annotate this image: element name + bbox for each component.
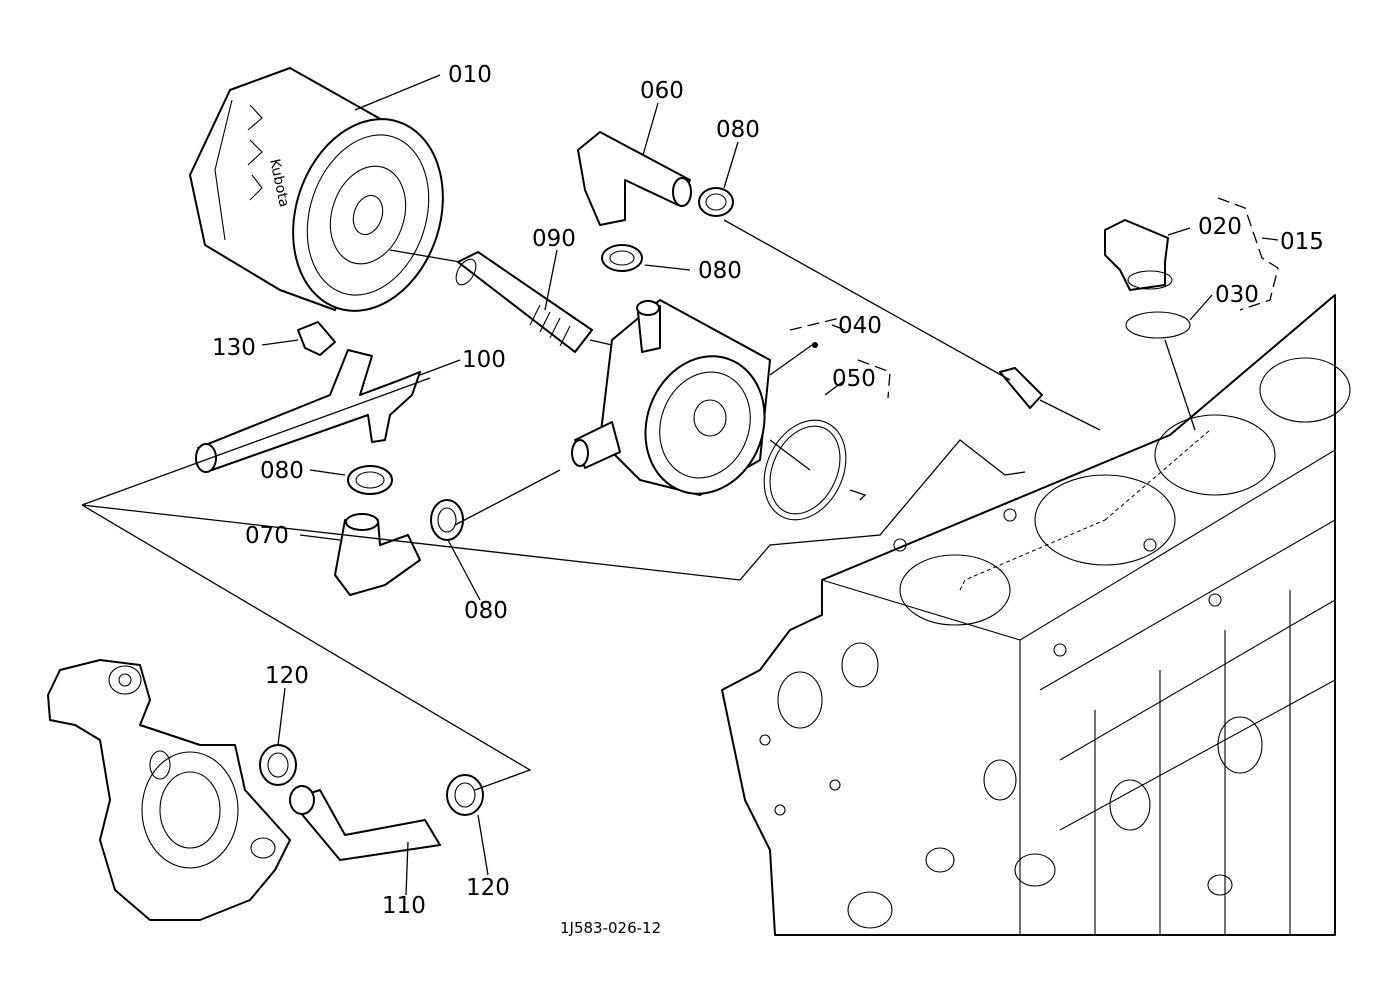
leader-lines bbox=[261, 74, 1279, 896]
label-030: 030 bbox=[1215, 282, 1259, 308]
label-110: 110 bbox=[382, 893, 426, 919]
label-100: 100 bbox=[462, 347, 506, 373]
label-080-bottom: 080 bbox=[464, 598, 508, 624]
label-130: 130 bbox=[212, 335, 256, 361]
o-ring-large bbox=[763, 419, 847, 521]
label-010: 010 bbox=[448, 62, 492, 88]
o-ring-small bbox=[1125, 311, 1191, 339]
label-060: 060 bbox=[640, 78, 684, 104]
part-labels: 010 060 080 090 080 020 015 030 040 050 … bbox=[212, 62, 1324, 919]
label-120-left: 120 bbox=[265, 663, 309, 689]
reference-lines bbox=[81, 197, 1279, 791]
oil-filter: Kubota bbox=[189, 67, 444, 312]
label-050: 050 bbox=[832, 366, 876, 392]
engine-block bbox=[721, 294, 1351, 936]
hose-water bbox=[289, 785, 441, 861]
label-090: 090 bbox=[532, 226, 576, 252]
elbow-hose-lower bbox=[334, 513, 421, 596]
label-070: 070 bbox=[245, 523, 289, 549]
label-080-left: 080 bbox=[260, 458, 304, 484]
label-080-top: 080 bbox=[716, 117, 760, 143]
bolt bbox=[297, 321, 336, 356]
label-015: 015 bbox=[1280, 229, 1324, 255]
label-020: 020 bbox=[1198, 214, 1242, 240]
nipple bbox=[455, 251, 593, 353]
elbow-hose-upper bbox=[577, 131, 692, 226]
label-080-mid: 080 bbox=[698, 258, 742, 284]
water-pump-housing bbox=[47, 659, 291, 921]
hose-clamps-120 bbox=[259, 744, 484, 816]
oil-filler-cap bbox=[1104, 219, 1173, 291]
label-120-right: 120 bbox=[466, 875, 510, 901]
nipple-block bbox=[999, 367, 1043, 409]
oil-pipe bbox=[195, 349, 421, 473]
hose-clamps bbox=[347, 187, 734, 541]
figure-code: 1J583-026-12 bbox=[560, 919, 661, 937]
oil-cooler bbox=[571, 299, 771, 496]
label-040: 040 bbox=[838, 313, 882, 339]
